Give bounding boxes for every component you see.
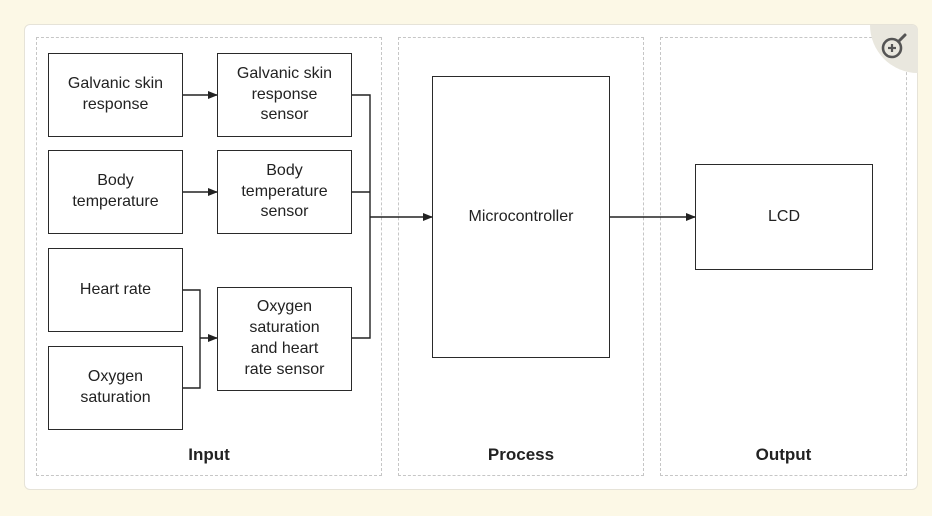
input-section: Input (36, 37, 382, 476)
galvanic-skin-response-label: Galvanic skin response (67, 75, 164, 113)
process-section: Process (398, 37, 644, 476)
output-section-label: Output (755, 445, 812, 464)
oxygen-heart-rate-sensor-label: Oxygen saturation and heart rate sensor (244, 298, 325, 378)
microcontroller-label: Microcontroller (468, 207, 574, 225)
oxygen-saturation-label: Oxygen saturation (80, 368, 151, 406)
input-section-label: Input (188, 445, 230, 464)
zoom-in-icon (881, 33, 907, 59)
galvanic-skin-response-sensor-label: Galvanic skin response sensor (236, 64, 333, 124)
output-section: Output (660, 37, 907, 476)
body-temperature-label: Body temperature (72, 172, 159, 210)
body-temperature-sensor-label: Body temperature sensor (241, 161, 328, 221)
heart-rate-box: Heart rate (48, 248, 183, 332)
lcd-box: LCD (695, 164, 873, 270)
oxygen-saturation-box: Oxygen saturation (48, 346, 183, 430)
body-temperature-sensor-box: Body temperature sensor (217, 150, 352, 234)
lcd-label: LCD (767, 207, 800, 225)
body-temperature-box: Body temperature (48, 150, 183, 234)
zoom-button[interactable] (870, 25, 918, 73)
oxygen-heart-rate-sensor-box: Oxygen saturation and heart rate sensor (217, 287, 352, 391)
galvanic-skin-response-sensor-box: Galvanic skin response sensor (217, 53, 352, 137)
microcontroller-box: Microcontroller (432, 76, 610, 358)
heart-rate-label: Heart rate (79, 280, 152, 298)
process-section-label: Process (487, 445, 555, 464)
galvanic-skin-response-box: Galvanic skin response (48, 53, 183, 137)
